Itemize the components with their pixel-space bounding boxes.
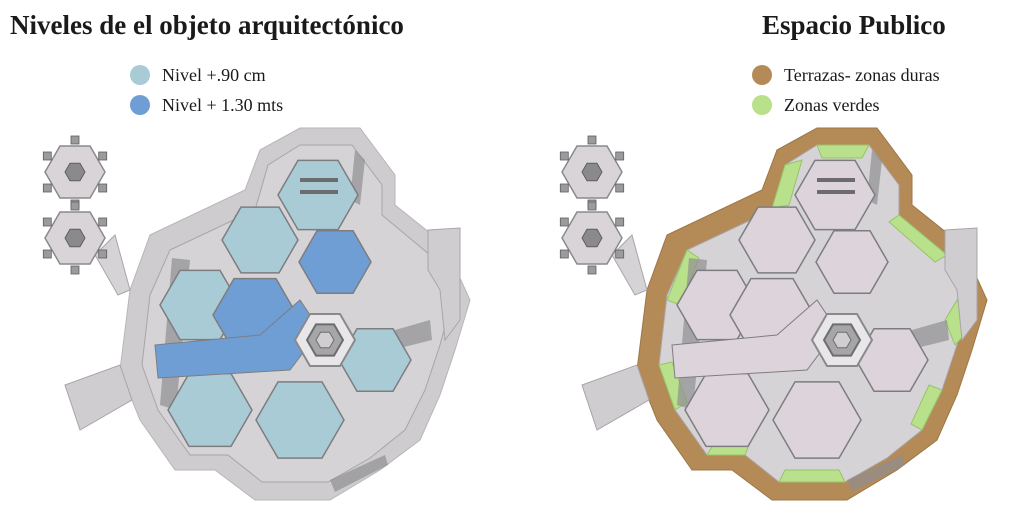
bench-1 xyxy=(817,178,855,182)
kiosk-post xyxy=(615,249,625,259)
central-hex-core xyxy=(315,331,335,349)
kiosk-post xyxy=(615,183,625,193)
kiosk-core-2 xyxy=(581,228,603,248)
kiosk-post xyxy=(42,183,52,193)
kiosk-post xyxy=(98,183,108,193)
bench-1 xyxy=(300,178,338,182)
green-zone-3 xyxy=(888,214,948,263)
legend-swatch-green-zones xyxy=(752,95,772,115)
kiosk-post xyxy=(42,151,52,161)
legend-public-space: Terrazas- zonas duras Zonas verdes xyxy=(752,60,940,120)
panel-public-space: Espacio Publico Terrazas- zonas duras Zo… xyxy=(517,0,1034,506)
bench-2 xyxy=(817,190,855,194)
hex-room-1 xyxy=(277,159,359,231)
kiosk-post xyxy=(70,265,80,275)
kiosk-post xyxy=(587,201,597,211)
kiosk-post xyxy=(98,151,108,161)
green-zone-9 xyxy=(910,384,943,431)
entry-arm-right xyxy=(944,227,978,342)
hex-room-4 xyxy=(815,230,889,294)
legend-label-green-zones: Zonas verdes xyxy=(784,94,880,115)
kiosk-post xyxy=(615,151,625,161)
kiosk-core-2 xyxy=(64,228,86,248)
green-zone-2 xyxy=(816,144,870,159)
kiosk-post xyxy=(587,135,597,145)
kiosk-post xyxy=(559,151,569,161)
entry-arm-left xyxy=(64,364,133,431)
legend-label-level-130: Nivel + 1.30 mts xyxy=(162,94,284,115)
kiosk-post xyxy=(559,249,569,259)
entry-arm-right xyxy=(427,227,461,342)
kiosk-post xyxy=(559,183,569,193)
legend-levels: Nivel +.90 cm Nivel + 1.30 mts xyxy=(130,60,283,120)
panel-title-public-space: Espacio Publico xyxy=(762,10,946,40)
kiosk-post xyxy=(42,217,52,227)
kiosk-post xyxy=(559,217,569,227)
kiosk-core-1 xyxy=(581,162,603,182)
kiosk-post xyxy=(98,249,108,259)
kiosk-post xyxy=(42,249,52,259)
panel-levels: Niveles de el objeto arquitectónico Nive… xyxy=(10,10,471,501)
green-zone-8 xyxy=(778,469,846,483)
central-hex-core xyxy=(832,331,852,349)
hex-room-4 xyxy=(298,230,372,294)
legend-swatch-level-90 xyxy=(130,65,150,85)
legend-item-level-130: Nivel + 1.30 mts xyxy=(130,90,283,120)
floorplan-levels xyxy=(42,127,471,501)
kiosk-post xyxy=(70,201,80,211)
hex-room-2 xyxy=(221,206,299,274)
legend-label-level-90: Nivel +.90 cm xyxy=(162,64,266,85)
floorplan-public-space xyxy=(559,127,988,501)
kiosk-core-1 xyxy=(64,162,86,182)
kiosk-post xyxy=(70,135,80,145)
bench-2 xyxy=(300,190,338,194)
legend-item-terraces: Terrazas- zonas duras xyxy=(752,60,940,90)
kiosk-post xyxy=(615,217,625,227)
wall-band-4 xyxy=(395,320,432,348)
entry-arm-left xyxy=(581,364,650,431)
wall-band-5 xyxy=(847,455,905,492)
wall-band-4 xyxy=(912,320,949,348)
hex-room-7 xyxy=(255,381,345,459)
kiosk-post xyxy=(98,217,108,227)
panel-title-levels: Niveles de el objeto arquitectónico xyxy=(10,10,404,40)
legend-item-green-zones: Zonas verdes xyxy=(752,90,940,120)
kiosk-post xyxy=(587,265,597,275)
green-zone-1 xyxy=(771,159,803,209)
hex-room-1 xyxy=(794,159,876,231)
hex-room-7 xyxy=(772,381,862,459)
legend-swatch-terraces xyxy=(752,65,772,85)
hex-room-2 xyxy=(738,206,816,274)
wall-band-5 xyxy=(330,455,388,492)
legend-label-terraces: Terrazas- zonas duras xyxy=(784,64,940,85)
legend-swatch-level-130 xyxy=(130,95,150,115)
legend-item-level-90: Nivel +.90 cm xyxy=(130,60,283,90)
